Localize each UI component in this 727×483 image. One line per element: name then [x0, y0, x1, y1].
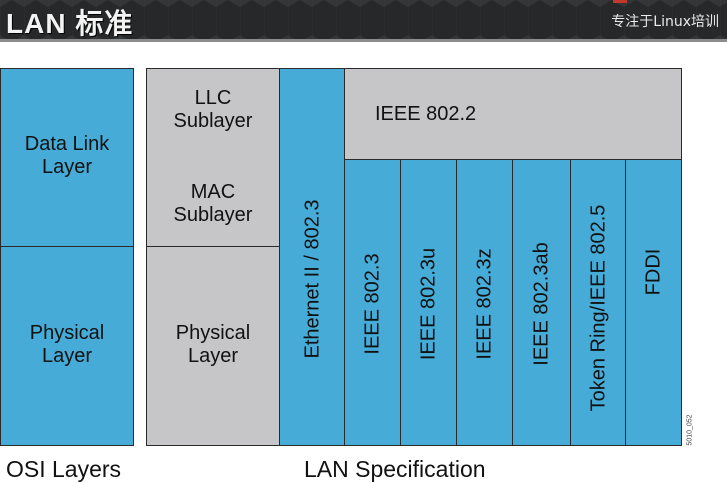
ieee-8023-column: IEEE 802.3	[344, 159, 401, 446]
header-banner: LAN 标准 专注于Linux培训	[0, 0, 727, 42]
fddi-column: FDDI	[625, 159, 682, 446]
lan-caption: LAN Specification	[304, 456, 486, 482]
osi-data-link-box: Data Link Layer	[0, 68, 134, 247]
ieee-8023ab-column: IEEE 802.3ab	[512, 159, 571, 446]
osi-physical-label: Physical Layer	[29, 322, 105, 367]
ieee-8022-label: IEEE 802.2	[375, 103, 477, 125]
llc-sublayer-box: LLC Sublayer MAC Sublayer	[146, 68, 280, 247]
token-ring-label: Token Ring/IEEE 802.5	[587, 204, 610, 412]
ieee-8023u-label: IEEE 802.3u	[417, 247, 440, 361]
ieee-8023z-label: IEEE 802.3z	[473, 248, 496, 360]
ieee-8023-label: IEEE 802.3	[361, 253, 384, 355]
lan-physical-box: Physical Layer	[146, 246, 280, 446]
brand-accent	[613, 0, 627, 3]
ethernet-label: Ethernet II / 802.3	[301, 199, 324, 359]
ethernet-column: Ethernet II / 802.3	[279, 68, 345, 446]
slide-title: LAN 标准	[6, 8, 134, 39]
ieee-8023u-column: IEEE 802.3u	[400, 159, 457, 446]
osi-data-link-label: Data Link Layer	[24, 133, 110, 178]
ieee-8022-box: IEEE 802.2	[344, 68, 682, 160]
lan-physical-label: Physical Layer	[175, 322, 251, 367]
llc-sublayer-label: LLC Sublayer	[173, 87, 253, 132]
brand-text: 专注于Linux培训	[611, 14, 719, 30]
token-ring-column: Token Ring/IEEE 802.5	[570, 159, 626, 446]
osi-physical-box: Physical Layer	[0, 246, 134, 446]
mac-sublayer-label: MAC Sublayer	[173, 181, 253, 226]
ieee-8023ab-label: IEEE 802.3ab	[530, 242, 553, 366]
ieee-8023z-column: IEEE 802.3z	[456, 159, 513, 446]
fddi-label: FDDI	[642, 248, 665, 296]
banner-stripe	[0, 39, 727, 42]
figure-id: 5010_052	[686, 414, 694, 446]
osi-caption: OSI Layers	[6, 456, 122, 482]
